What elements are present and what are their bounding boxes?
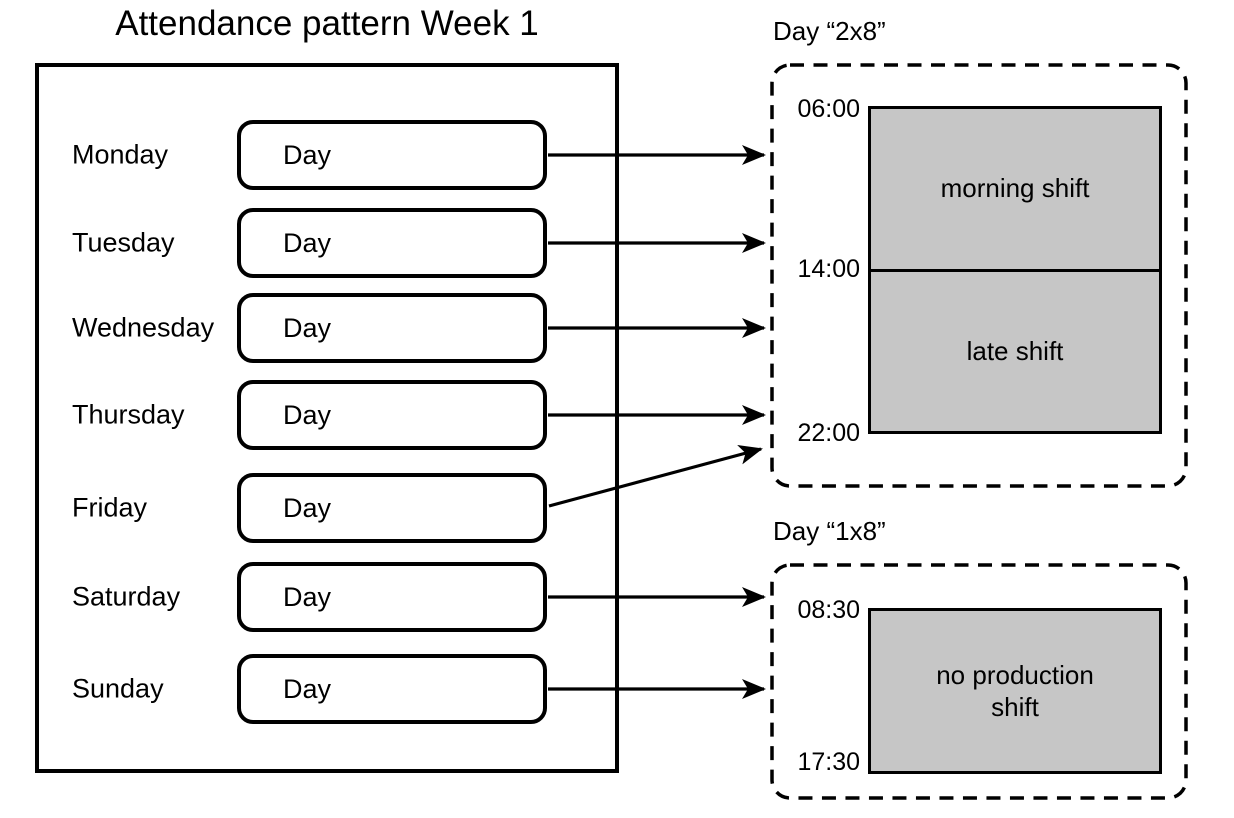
day-box-label: Day	[283, 673, 332, 704]
day-row-wednesday: Wednesday Day	[0, 293, 584, 363]
day-row-thursday: Thursday Day	[0, 380, 584, 450]
day-row-sunday: Sunday Day	[0, 654, 584, 724]
day-box-sunday: Day	[237, 654, 547, 724]
day-box-label: Day	[283, 227, 332, 258]
day-label-tuesday: Tuesday	[72, 227, 175, 258]
day-label-monday: Monday	[72, 139, 169, 170]
day-box-wednesday: Day	[237, 293, 547, 363]
day-box-label: Day	[283, 581, 332, 612]
no-production-shift-label: no production shift	[936, 659, 1094, 723]
day-label-friday: Friday	[72, 492, 148, 523]
day-label-sunday: Sunday	[72, 673, 164, 704]
day-box-label: Day	[283, 312, 332, 343]
time-mark-1400: 14:00	[797, 255, 860, 283]
day-row-tuesday: Tuesday Day	[0, 208, 584, 278]
pattern-2x8-title: Day “2x8”	[773, 16, 886, 46]
day-label-saturday: Saturday	[72, 581, 181, 612]
time-mark-2200: 22:00	[797, 419, 860, 447]
day-label-thursday: Thursday	[72, 399, 185, 430]
time-mark-0600: 06:00	[797, 95, 860, 123]
day-label-wednesday: Wednesday	[72, 312, 215, 343]
day-box-monday: Day	[237, 120, 547, 190]
day-box-tuesday: Day	[237, 208, 547, 278]
shift-blocks-2x8: morning shift late shift	[868, 106, 1162, 434]
day-row-friday: Friday Day	[0, 473, 584, 543]
day-box-label: Day	[283, 492, 332, 523]
time-mark-1730: 17:30	[797, 748, 860, 776]
day-row-saturday: Saturday Day	[0, 562, 584, 632]
day-box-friday: Day	[237, 473, 547, 543]
no-production-shift-block: no production shift	[868, 608, 1162, 774]
late-shift-block: late shift	[966, 335, 1064, 366]
diagram-title: Attendance pattern Week 1	[115, 4, 539, 43]
day-box-saturday: Day	[237, 562, 547, 632]
day-box-label: Day	[283, 139, 332, 170]
pattern-1x8-title: Day “1x8”	[773, 516, 886, 546]
morning-shift-block: morning shift	[871, 109, 1159, 272]
time-mark-0830: 08:30	[797, 596, 860, 624]
day-box-thursday: Day	[237, 380, 547, 450]
day-box-label: Day	[283, 399, 332, 430]
day-row-monday: Monday Day	[0, 120, 584, 190]
